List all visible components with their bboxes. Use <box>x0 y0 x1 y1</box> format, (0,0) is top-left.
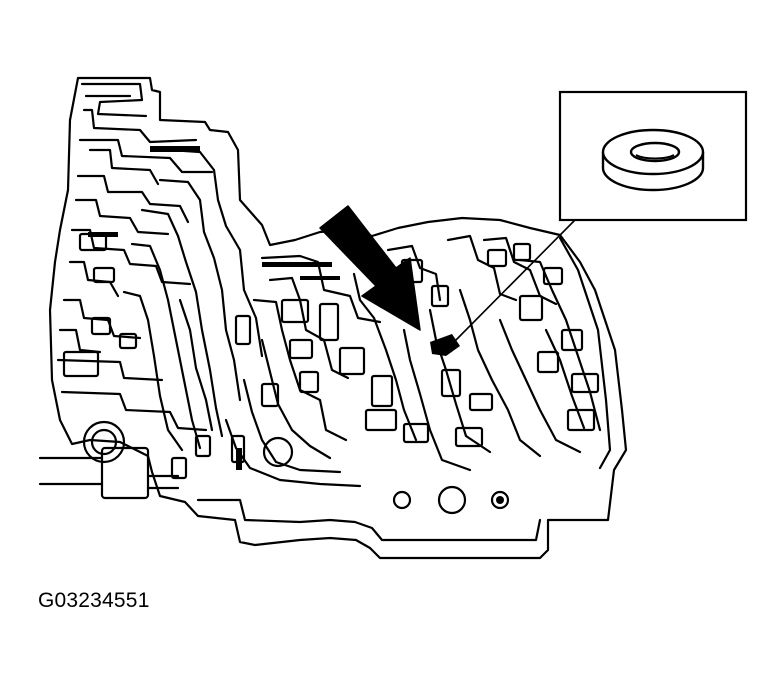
valve-body <box>38 76 628 560</box>
right-wall-line <box>558 236 612 470</box>
machined-surface-details <box>88 146 504 504</box>
port-hole <box>437 485 467 515</box>
leader-line <box>453 219 576 343</box>
port-hole <box>392 490 412 510</box>
end-plug <box>82 420 126 464</box>
port-hole <box>262 436 294 468</box>
valve-body-outline <box>48 76 628 560</box>
callout-box <box>558 90 748 222</box>
pipe <box>38 456 180 490</box>
lower-shelf-line <box>196 498 542 542</box>
port-hole <box>490 490 510 510</box>
side-fitting <box>100 446 150 500</box>
figure-id-label: G03234551 <box>38 589 150 612</box>
pointer-arrow-icon <box>319 205 421 331</box>
detail-callout <box>453 90 748 343</box>
seal-ring-icon <box>601 128 705 192</box>
